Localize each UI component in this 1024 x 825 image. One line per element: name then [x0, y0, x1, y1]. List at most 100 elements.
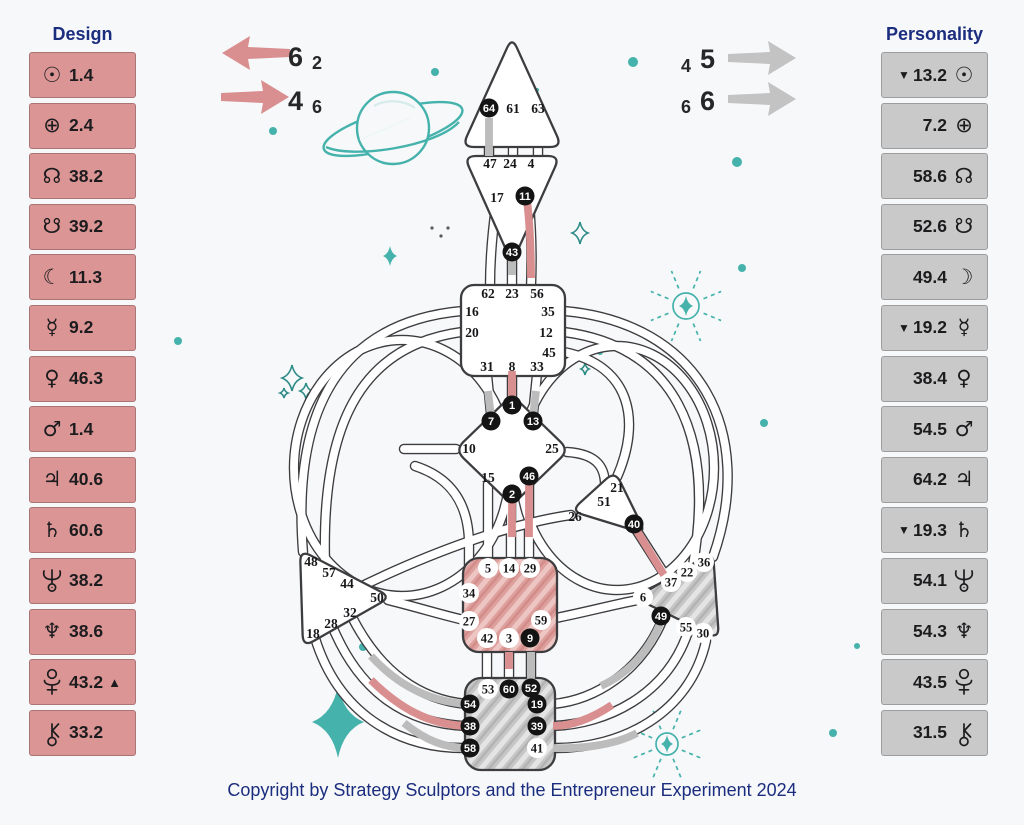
gate-21: 21	[610, 480, 624, 495]
svg-text:16: 16	[465, 304, 479, 319]
svg-text:9: 9	[527, 633, 533, 645]
teal-dot	[854, 643, 860, 649]
uranus-row: 38.2	[29, 557, 136, 604]
svg-text:62: 62	[481, 286, 495, 301]
sparkle-star-icon	[383, 246, 397, 266]
gate-line-value: 9.2	[69, 317, 94, 338]
sun-row: ▼13.2☉	[881, 52, 988, 98]
gate-6: 6	[633, 587, 653, 607]
personality-bottom-arrow-icon	[728, 82, 796, 116]
gate-10: 10	[462, 441, 476, 456]
svg-text:29: 29	[524, 562, 537, 576]
svg-text:6: 6	[640, 591, 646, 605]
channel	[560, 307, 732, 561]
gate-15: 15	[481, 470, 495, 485]
design-column-title: Design	[52, 24, 113, 44]
personality-top-arrow-icon	[728, 41, 796, 75]
gate-line-value: 19.3	[912, 519, 947, 540]
design-bottom-variable-small: 6	[312, 97, 323, 117]
sparkle-star-icon	[279, 364, 305, 392]
gate-2: 2	[502, 484, 522, 504]
neptune-icon: ♆	[42, 619, 62, 644]
teal-dot	[829, 729, 837, 737]
gate-64: 64	[479, 98, 499, 118]
channel-activation	[523, 199, 535, 279]
sun-icon: ☉	[42, 62, 62, 87]
svg-text:54: 54	[464, 699, 477, 711]
north_node-icon: ☊	[42, 163, 62, 188]
svg-text:22: 22	[681, 566, 694, 580]
gate-line-value: 13.2	[912, 64, 947, 85]
design-bottom-variable-big: 4	[288, 86, 304, 116]
teal-dot	[174, 337, 182, 345]
svg-text:15: 15	[481, 470, 495, 485]
gate-line-value: 33.2	[69, 722, 104, 743]
gate-25: 25	[545, 441, 559, 456]
channel	[552, 596, 642, 622]
svg-text:17: 17	[490, 190, 504, 205]
gate-line-value: 49.4	[912, 266, 947, 287]
gate-51: 51	[597, 494, 611, 509]
gate-47: 47	[483, 156, 497, 171]
fixing-arrow-down-icon: ▼	[898, 523, 910, 538]
gate-7: 7	[481, 411, 501, 431]
jupiter-row: 64.2♃	[881, 456, 988, 503]
channel	[354, 511, 575, 592]
svg-text:14: 14	[503, 562, 516, 576]
gate-11: 11	[515, 186, 535, 206]
gate-36: 36	[694, 552, 714, 572]
pluto-row: 43.2▲	[29, 659, 136, 706]
svg-text:46: 46	[523, 471, 535, 483]
copyright-text: Copyright by Strategy Sculptors and the …	[227, 780, 797, 800]
fixing-arrow-down-icon: ▼	[898, 320, 910, 335]
gate-27: 27	[459, 611, 479, 631]
svg-text:49: 49	[655, 611, 667, 623]
north_node-row: 58.6☊	[881, 153, 988, 200]
chiron-icon	[947, 719, 981, 747]
moon-icon: ☾	[42, 264, 62, 289]
gate-12: 12	[539, 325, 553, 340]
gate-8: 8	[509, 359, 516, 374]
saturn-row: ♄60.6	[29, 507, 136, 554]
gate-54: 54	[460, 694, 480, 714]
gate-23: 23	[505, 286, 519, 301]
south_node-row: 52.6☋	[881, 203, 988, 250]
gate-line-value: 2.4	[69, 115, 94, 136]
gate-18: 18	[306, 626, 320, 641]
sun-row: ☉1.4	[29, 52, 136, 98]
svg-text:36: 36	[698, 556, 711, 570]
neptune-row: 54.3♆	[881, 608, 988, 655]
gate-line-value: 60.6	[69, 519, 104, 540]
saturn-row: ▼19.3♄	[881, 507, 988, 554]
gate-5: 5	[478, 558, 498, 578]
fixing-arrow-up-icon: ▲	[108, 674, 121, 690]
gate-53: 53	[478, 679, 498, 699]
svg-text:34: 34	[463, 587, 476, 601]
sparkle-star-icon	[277, 387, 291, 399]
gate-50: 50	[370, 590, 384, 605]
earth-row: 7.2⊕	[881, 102, 988, 149]
channel-activation	[368, 677, 468, 730]
svg-text:4: 4	[528, 156, 535, 171]
mars-icon: ♂	[954, 416, 974, 441]
mars-row: 54.5♂	[881, 406, 988, 453]
ajna-center	[466, 154, 558, 259]
mercury-row: ▼19.2☿	[881, 304, 988, 351]
svg-text:39: 39	[531, 721, 543, 733]
personality-top-variable-small: 4	[681, 56, 692, 76]
svg-text:47: 47	[483, 156, 497, 171]
channel-activation	[633, 528, 668, 578]
gate-37: 37	[661, 572, 681, 592]
gate-17: 17	[490, 190, 504, 205]
svg-text:61: 61	[506, 101, 520, 116]
uranus-icon	[35, 568, 69, 594]
gate-49: 49	[651, 606, 671, 626]
svg-text:3: 3	[506, 632, 512, 646]
moon-row: 49.4☽	[881, 254, 988, 301]
head-center	[464, 41, 560, 149]
svg-text:53: 53	[482, 683, 495, 697]
svg-text:58: 58	[464, 743, 476, 755]
gate-line-value: 64.2	[912, 469, 947, 490]
pluto-icon	[35, 668, 69, 696]
